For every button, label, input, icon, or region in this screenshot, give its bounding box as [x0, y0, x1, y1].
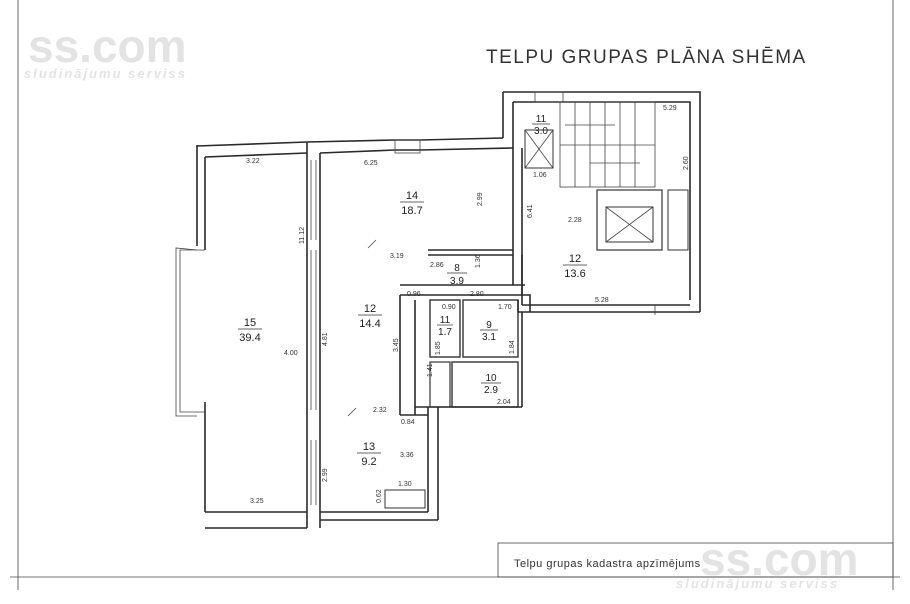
watermark-brand-top: ss.com	[28, 20, 187, 72]
dimension-label: 0.90	[442, 304, 456, 311]
legend-label: Telpu grupas kadastra apzīmējums	[514, 558, 701, 570]
dimension-label: 1.41	[427, 363, 434, 377]
dimension-label: 6.25	[364, 160, 378, 167]
room-number: 9	[486, 320, 492, 331]
dimension-label: 4.81	[322, 332, 329, 346]
plan-title: TELPU GRUPAS PLĀNA SHĒMA	[486, 47, 807, 68]
dimension-label: 0.84	[401, 419, 415, 426]
room-area: 1.7	[438, 327, 452, 338]
wall	[319, 147, 514, 154]
dimension-label: 2.04	[497, 399, 511, 406]
dimension-label: 0.96	[407, 291, 421, 298]
dimension-label: 11.12	[299, 227, 306, 244]
elevator-shaft	[596, 189, 663, 251]
dimension-label: 3.25	[250, 498, 264, 505]
shaft-small	[524, 129, 554, 169]
dimension-label: 5.28	[595, 297, 609, 304]
window	[394, 139, 421, 154]
dimension-label: 2.99	[322, 468, 329, 482]
mark	[347, 407, 357, 417]
elevator-car	[605, 206, 654, 243]
room-area: 39.4	[239, 332, 260, 344]
dimension-label: 3.45	[393, 338, 400, 352]
dimension-label: 3.19	[390, 253, 404, 260]
dimension-label: 3.22	[246, 158, 260, 165]
room-area: 3.0	[534, 126, 548, 137]
room-10: 10 2.9	[481, 373, 501, 396]
room-area: 2.9	[484, 385, 498, 396]
duct	[667, 189, 689, 251]
room-14: 14 18.7	[400, 190, 424, 217]
room-area: 3.1	[482, 332, 496, 343]
room-13: 13 9.2	[357, 441, 381, 468]
dimension-label: 0.62	[376, 489, 383, 503]
watermark-tagline-bottom: sludinājumu serviss	[676, 576, 839, 591]
dimension-label: 2.60	[683, 156, 690, 170]
room-number: 8	[454, 263, 460, 274]
room-number: 11	[536, 114, 547, 125]
room-8: 8 3.9	[447, 263, 467, 287]
wall	[503, 91, 701, 312]
dimension-label: 4.00	[284, 350, 298, 357]
dimension-label: 2.32	[373, 407, 387, 414]
room-9-bath	[462, 299, 519, 358]
cabinet	[384, 489, 426, 509]
balcony	[179, 249, 205, 413]
room-area: 14.4	[359, 318, 380, 330]
dimension-label: 2.80	[470, 291, 484, 298]
room-11-wc-label: 11 1.7	[437, 315, 453, 338]
dimension-label: 5.29	[663, 105, 677, 112]
dimension-label: 1.84	[509, 340, 516, 354]
room-number: 11	[440, 315, 451, 326]
dimension-label: 2.99	[477, 192, 484, 206]
room-number: 12	[569, 253, 581, 265]
dimension-label: 3.36	[400, 452, 414, 459]
window	[534, 91, 564, 103]
room-area: 3.9	[450, 276, 464, 287]
room-9: 9 3.1	[480, 320, 498, 343]
dimension-label: 1.06	[533, 172, 547, 179]
dimension-label: 2.28	[568, 217, 582, 224]
wall	[517, 300, 530, 313]
room-12-stair-hall: 12 13.6	[563, 253, 587, 280]
dimension-label: 1.70	[498, 304, 512, 311]
room-number: 14	[406, 190, 418, 202]
wall	[196, 141, 308, 147]
balcony	[175, 247, 198, 417]
dimension-label: 2.86	[430, 262, 444, 269]
stairwell	[559, 101, 656, 188]
wall	[204, 152, 308, 158]
room-11-wc	[429, 299, 461, 358]
shaft-cross	[524, 129, 554, 169]
room-number: 13	[363, 441, 375, 453]
dimension-label: 1.36	[475, 254, 482, 268]
dimension-label: 1.30	[398, 481, 412, 488]
dimension-label: 1.85	[435, 341, 442, 355]
room-11-shaft: 11 3.0	[532, 114, 550, 137]
room-number: 15	[244, 317, 256, 329]
room-area: 18.7	[401, 205, 422, 217]
dimension-label: 6.41	[527, 204, 534, 218]
room-12-hall: 12 14.4	[358, 303, 382, 330]
room-area: 13.6	[564, 268, 585, 280]
room-area: 9.2	[361, 456, 376, 468]
room-15: 15 39.4	[238, 317, 262, 344]
legend-box	[497, 542, 894, 578]
elevator-cross	[605, 206, 654, 243]
room-number: 10	[485, 373, 497, 384]
room-number: 12	[364, 303, 376, 315]
mark	[367, 239, 377, 249]
watermark-brand-bottom: ss.com	[700, 533, 859, 585]
wall	[400, 294, 531, 312]
watermark-tagline-top: sludinājumu serviss	[24, 66, 187, 81]
